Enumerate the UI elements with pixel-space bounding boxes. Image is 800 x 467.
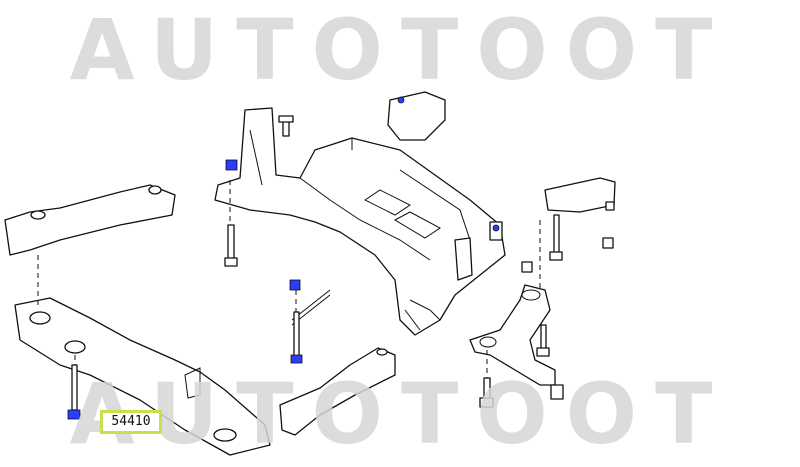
nut-icon[interactable] <box>397 96 405 104</box>
bolt-icon[interactable] <box>536 324 550 357</box>
left-extension-rail[interactable] <box>4 184 176 256</box>
bolt-icon[interactable] <box>290 311 303 364</box>
nut-icon[interactable] <box>225 159 238 171</box>
bolt-icon[interactable] <box>479 377 494 408</box>
right-bracket[interactable] <box>544 177 616 213</box>
nut-icon[interactable] <box>289 279 301 291</box>
bolt-icon[interactable] <box>549 214 563 261</box>
part-number-callout[interactable]: 54410 <box>100 410 162 434</box>
bolt-icon[interactable] <box>278 115 294 137</box>
lower-control-arm[interactable] <box>469 284 564 400</box>
upper-bracket[interactable] <box>387 91 446 141</box>
nut-icon[interactable] <box>521 261 533 273</box>
bolt-icon[interactable] <box>67 364 81 420</box>
nut-icon[interactable] <box>605 201 615 211</box>
bolt-icon[interactable] <box>224 224 238 267</box>
main-subframe[interactable] <box>214 107 506 336</box>
nut-icon[interactable] <box>492 224 500 232</box>
right-extension-rail[interactable] <box>279 347 396 436</box>
nut-icon[interactable] <box>602 237 614 249</box>
